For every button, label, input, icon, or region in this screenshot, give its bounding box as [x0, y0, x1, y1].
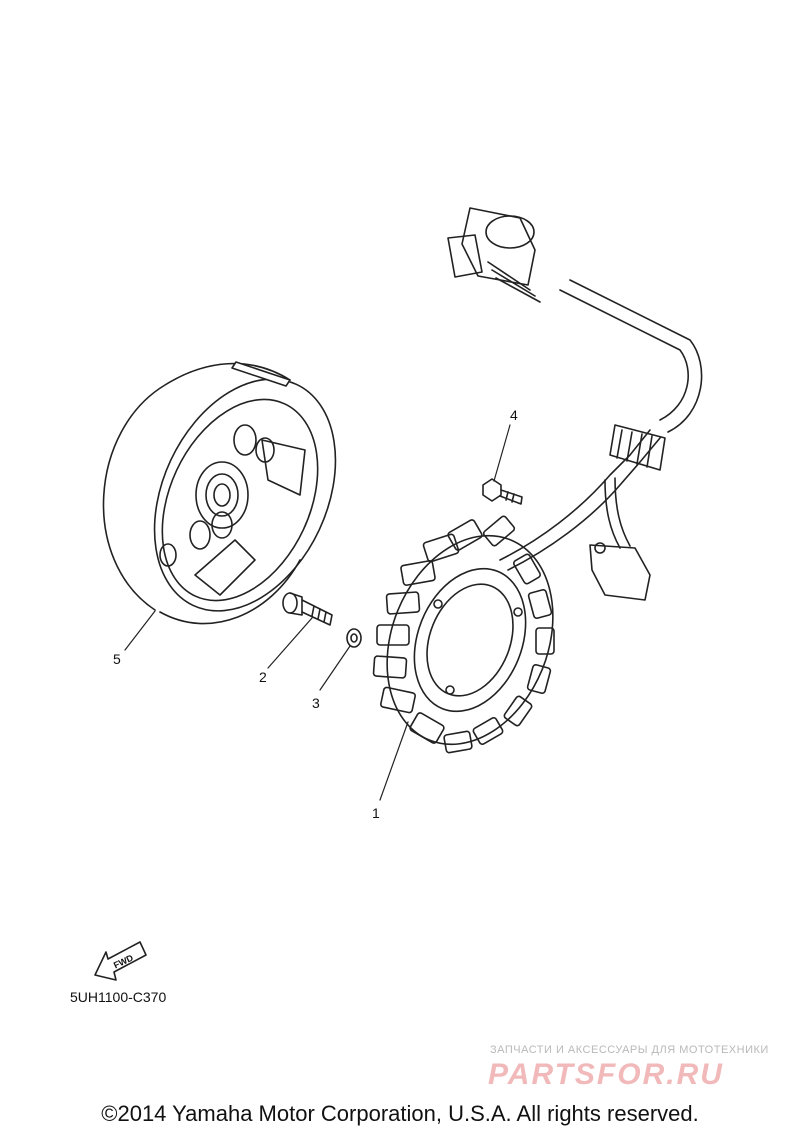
callout-1: 1: [372, 805, 380, 821]
fwd-arrow-icon: [94, 941, 147, 981]
stator-assembly: [372, 207, 703, 754]
callout-2: 2: [259, 669, 267, 685]
watermark-tagline: ЗАПЧАСТИ И АКСЕССУАРЫ ДЛЯ МОТОТЕХНИКИ: [490, 1044, 769, 1056]
leader-3: [319, 645, 351, 691]
flywheel-rotor: [102, 361, 337, 625]
leader-2: [267, 617, 313, 669]
bolt: [282, 592, 333, 626]
screw: [482, 478, 523, 505]
copyright-notice: ©2014 Yamaha Motor Corporation, U.S.A. A…: [101, 1101, 699, 1126]
callout-5: 5: [113, 651, 121, 667]
leader-1: [379, 721, 409, 801]
callout-3: 3: [312, 695, 320, 711]
leader-4: [493, 424, 511, 482]
washer: [346, 628, 362, 648]
watermark-brand: PARTSFOR.RU: [488, 1058, 724, 1091]
drawing-code: 5UH1100-C370: [70, 989, 167, 1005]
leader-lines: [124, 424, 511, 801]
callout-4: 4: [510, 407, 518, 423]
leader-5: [124, 610, 156, 651]
